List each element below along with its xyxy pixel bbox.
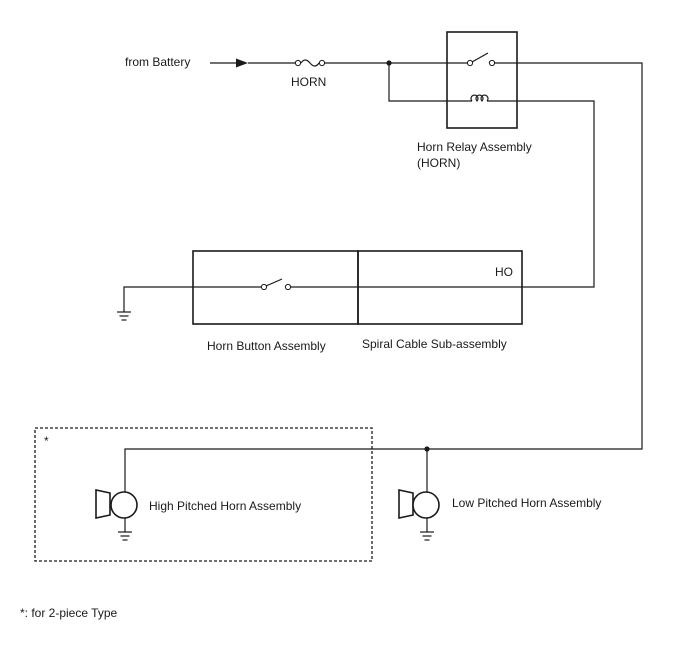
spiral-cable-label: Spiral Cable Sub-assembly xyxy=(362,337,507,351)
horn-relay-box xyxy=(446,31,518,129)
low-horn-label: Low Pitched Horn Assembly xyxy=(452,496,601,510)
footnote: *: for 2-piece Type xyxy=(20,606,117,620)
wire-relay-to-horns xyxy=(124,62,643,492)
battery-arrow-icon xyxy=(210,58,248,68)
wire-coil-feed xyxy=(388,63,468,102)
relay-label-line2: (HORN) xyxy=(417,156,460,170)
relay-label-line1: Horn Relay Assembly xyxy=(417,140,532,154)
fuse-icon xyxy=(294,59,326,67)
from-battery-label: from Battery xyxy=(125,55,190,69)
optional-region-dashed-box xyxy=(34,427,373,562)
high-horn-label: High Pitched Horn Assembly xyxy=(149,499,301,513)
ho-terminal-label: HO xyxy=(495,265,513,279)
high-horn-icon xyxy=(95,489,138,541)
wire-switch-to-ground xyxy=(123,286,262,312)
horn-button-switch-icon xyxy=(260,278,292,291)
relay-coil-icon xyxy=(468,94,494,102)
ground-icon xyxy=(117,311,131,321)
low-horn-icon xyxy=(398,489,440,541)
wire-coil-to-ho xyxy=(494,100,595,288)
asterisk-mark: * xyxy=(44,434,49,448)
relay-switch-icon xyxy=(466,52,496,67)
horn-button-label: Horn Button Assembly xyxy=(207,339,326,353)
fuse-label: HORN xyxy=(291,75,326,89)
